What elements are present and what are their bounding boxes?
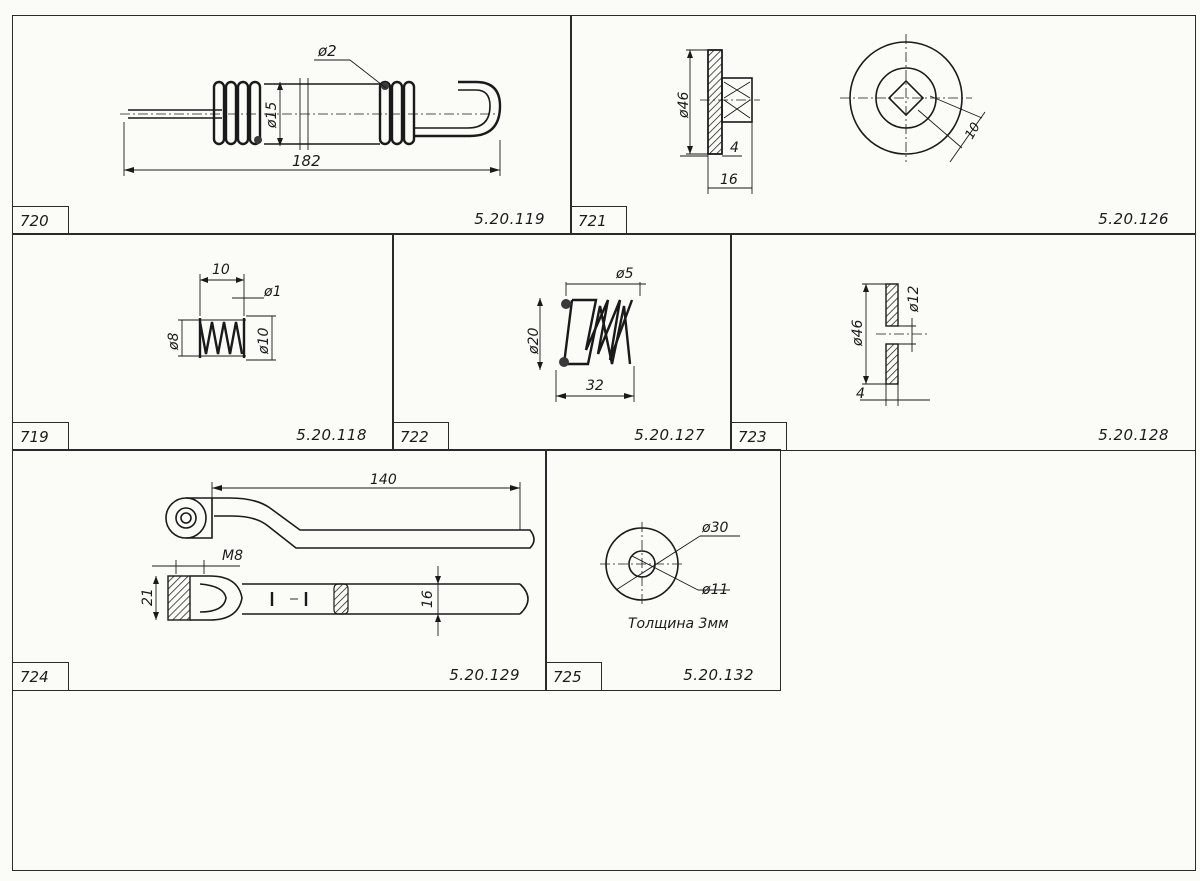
part-code: 5.20.129 — [449, 666, 520, 684]
dim-length-724: 140 — [370, 472, 397, 488]
part-code: 5.20.128 — [1098, 426, 1169, 444]
part-number: 722 — [393, 422, 449, 450]
dim-thickness-721: 4 — [730, 140, 739, 156]
part-number: 720 — [13, 206, 69, 234]
washer-723-drawing: ø46 ø12 4 — [850, 283, 930, 406]
dim-height-724: 21 — [140, 588, 156, 606]
dim-outer-723: ø46 — [850, 320, 866, 347]
part-code: 5.20.119 — [474, 210, 545, 228]
dim-outer-725: ø30 — [701, 520, 728, 536]
part-code: 5.20.118 — [296, 426, 367, 444]
spring-720-drawing: ø2 ø15 182 — [120, 42, 502, 176]
dim-thread-724: M8 — [222, 548, 243, 564]
spring-722-drawing: ø5 ø20 32 — [526, 266, 646, 402]
dim-length-719: 10 — [212, 262, 230, 278]
part-code: 5.20.132 — [683, 666, 754, 684]
dim-inner-723: ø12 — [906, 286, 922, 313]
dim-wire-722: ø5 — [615, 266, 634, 282]
spring-719-drawing: 10 ø1 ø8 ø10 — [166, 262, 281, 361]
dim-inner-719: ø8 — [166, 332, 182, 351]
dim-thickness-723: 4 — [856, 386, 865, 402]
part-722-cell: 722 5.20.127 — [392, 233, 732, 451]
part-number: 725 — [546, 662, 602, 690]
note-thickness-725: Толщина 3мм — [628, 616, 729, 632]
part-724-cell: 724 5.20.129 — [12, 449, 547, 691]
dim-width-721: 16 — [720, 172, 738, 188]
dim-diameter-722: ø20 — [526, 328, 542, 355]
dim-outer-719: ø10 — [256, 328, 272, 355]
dim-width-724: 16 — [420, 590, 436, 608]
part-number: 723 — [731, 422, 787, 450]
dim-wire-720: ø2 — [317, 42, 337, 60]
part-code: 5.20.126 — [1098, 210, 1169, 228]
dim-inner-725: ø11 — [701, 582, 728, 598]
dim-length-722: 32 — [586, 378, 604, 394]
dim-diameter-721: ø46 — [676, 92, 692, 119]
washer-725-drawing: ø30 ø11 Толщина 3мм — [600, 520, 740, 632]
dim-square-721: 10 — [962, 120, 983, 142]
part-725-cell: 725 5.20.132 — [545, 449, 781, 691]
part-number: 724 — [13, 662, 69, 690]
part-number: 719 — [13, 422, 69, 450]
part-code: 5.20.127 — [634, 426, 705, 444]
part-number: 721 — [571, 206, 627, 234]
dim-wire-719: ø1 — [263, 284, 281, 300]
lever-724-drawing: 140 M8 21 16 — [140, 472, 535, 636]
dim-length-720: 182 — [292, 152, 321, 170]
seat-721-drawing: ø46 4 16 10 — [676, 34, 986, 194]
dim-diameter-720: ø15 — [264, 102, 280, 129]
